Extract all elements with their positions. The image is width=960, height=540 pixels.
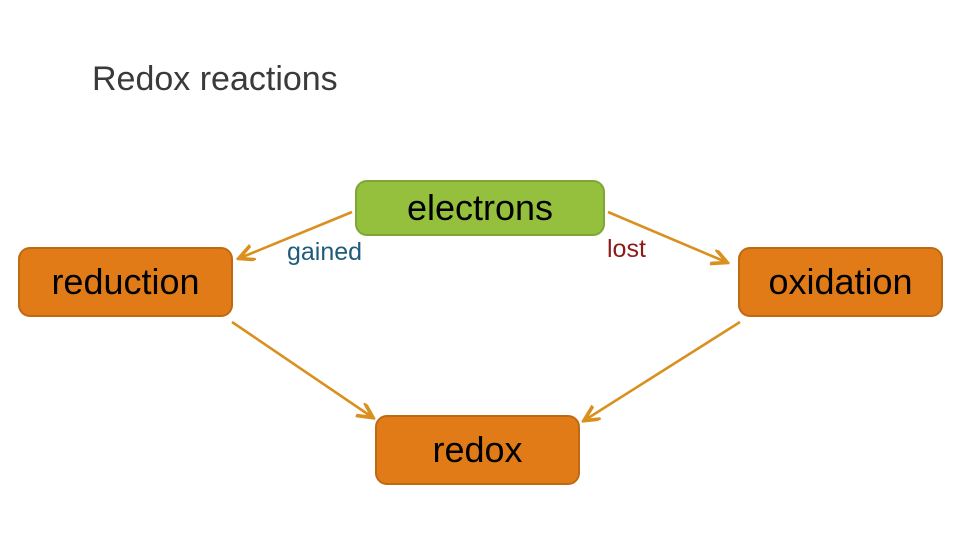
edge-label-gained: gained bbox=[287, 238, 363, 266]
node-electrons-label: electrons bbox=[406, 187, 554, 228]
edge-label-lost: lost bbox=[607, 235, 646, 263]
arrow-reduction-to-redox bbox=[231, 320, 372, 417]
node-reduction[interactable]: reduction bbox=[18, 247, 233, 317]
node-electrons[interactable]: electrons bbox=[355, 180, 605, 236]
arrow-oxidation-to-redox bbox=[585, 320, 741, 420]
node-oxidation-label: oxidation bbox=[768, 261, 913, 302]
node-redox-label: redox bbox=[432, 429, 523, 470]
page-title: Redox reactions bbox=[92, 60, 338, 98]
node-redox[interactable]: redox bbox=[375, 415, 580, 485]
node-oxidation[interactable]: oxidation bbox=[738, 247, 943, 317]
node-reduction-label: reduction bbox=[51, 261, 200, 302]
